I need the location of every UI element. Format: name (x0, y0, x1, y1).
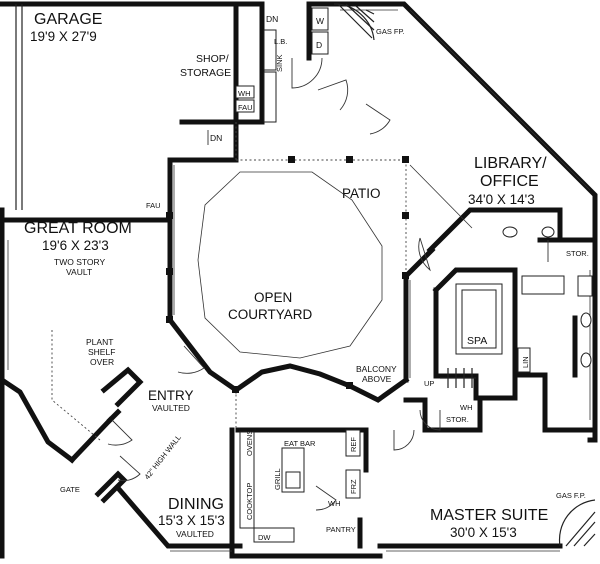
stairs-top (333, 3, 375, 41)
great-room-size: 19'6 X 23'3 (42, 238, 109, 253)
garage-name: GARAGE (34, 11, 102, 28)
wh-garage-label: WH (238, 89, 251, 98)
fixture-labels: DN DN W D L.B. SINK GAS FP. GAS F.P. WH … (60, 14, 589, 542)
washer-label: W (316, 16, 324, 26)
spa-name: SPA (467, 335, 487, 347)
cooktop-label: COOKTOP (245, 483, 254, 520)
dw-label: DW (258, 533, 271, 542)
plant-shelf-line2: SHELF (88, 347, 115, 357)
stairs-up (440, 368, 476, 388)
fixtures (51, 7, 593, 543)
sink-label: SINK (275, 54, 284, 72)
dining-name: DINING (168, 496, 224, 513)
up-label: UP (424, 379, 434, 388)
shop-storage-line2: STORAGE (180, 67, 231, 79)
great-room-note2: VAULT (66, 267, 92, 277)
library-size: 34'0 X 14'3 (468, 192, 535, 207)
master-suite-size: 30'0 X 15'3 (450, 525, 517, 540)
ref-label: REF (349, 437, 358, 452)
fau-garage-label: FAU (238, 103, 253, 112)
master-suite-name: MASTER SUITE (430, 507, 548, 524)
entry-note: VAULTED (152, 403, 190, 413)
eat-bar-label: EAT BAR (284, 439, 316, 448)
shop-storage-line1: SHOP/ (196, 53, 229, 65)
library-line1: LIBRARY/ (474, 155, 547, 172)
courtyard-line2: COURTYARD (228, 307, 313, 322)
room-labels: GARAGE 19'9 X 27'9 SHOP/ STORAGE LIBRARY… (24, 11, 548, 540)
stairs-master (558, 499, 596, 547)
plant-shelf-line3: OVER (90, 357, 114, 367)
fau-great-label: FAU (146, 201, 161, 210)
dining-note: VAULTED (176, 529, 214, 539)
plant-shelf-line1: PLANT (86, 337, 113, 347)
doors (107, 57, 549, 511)
dining-size: 15'3 X 15'3 (158, 513, 225, 528)
posts (166, 156, 409, 393)
stor-library-label: STOR. (566, 249, 589, 258)
gate-label: GATE (60, 485, 80, 494)
windows (7, 9, 591, 552)
great-room-note1: TWO STORY (54, 257, 105, 267)
grill-label: GRILL (273, 468, 282, 490)
dn-shop-label: DN (210, 133, 222, 143)
balcony-line2: ABOVE (362, 374, 392, 384)
great-room-name: GREAT ROOM (24, 220, 132, 237)
wh-stor-label-1: WH (460, 403, 473, 412)
lin-label: LIN (521, 356, 530, 368)
wh-kitchen-label: WH (328, 499, 341, 508)
gas-fp-top-label: GAS FP. (376, 27, 405, 36)
frz-label: FRZ (349, 479, 358, 494)
entry-name: ENTRY (148, 388, 194, 403)
library-line2: OFFICE (480, 173, 539, 190)
courtyard-plan (197, 122, 407, 430)
gas-fp-master-label: GAS F.P. (556, 491, 586, 500)
courtyard-line1: OPEN (254, 290, 292, 305)
patio-name: PATIO (342, 186, 381, 201)
dn-top-label: DN (266, 14, 278, 24)
dryer-label: D (316, 40, 322, 50)
laundry-basin-label: L.B. (274, 37, 287, 46)
balcony-line1: BALCONY (356, 364, 397, 374)
wh-stor-label-2: STOR. (446, 415, 469, 424)
ovens-label: OVENS (245, 430, 254, 456)
pantry-label: PANTRY (326, 525, 356, 534)
high-wall-label: 42" HIGH WALL (142, 433, 182, 481)
garage-size: 19'9 X 27'9 (30, 29, 97, 44)
